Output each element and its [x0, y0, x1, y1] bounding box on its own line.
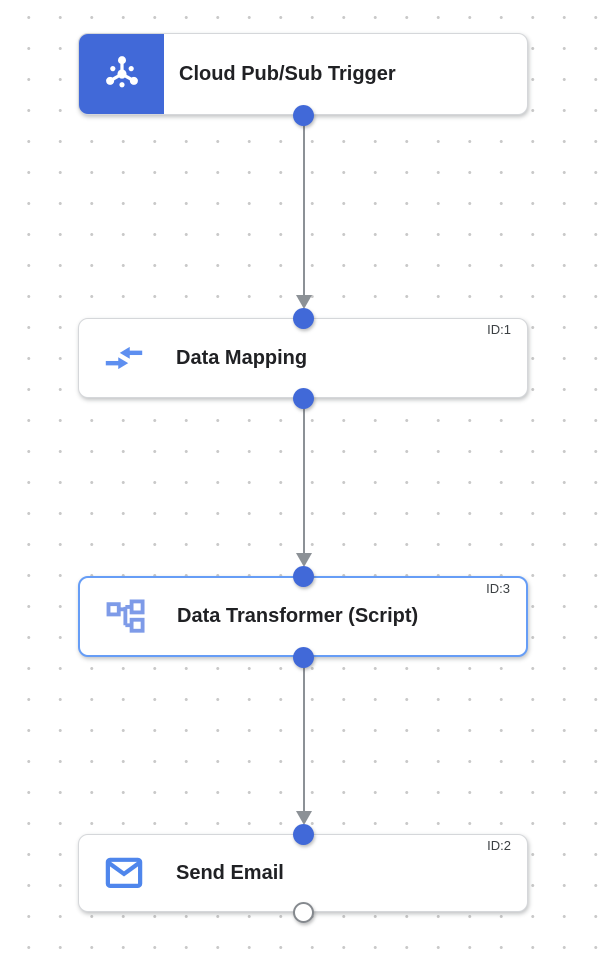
data-transformer-icon [106, 598, 145, 633]
edge-line-2 [302, 408, 305, 554]
connection-point-in-transformer[interactable] [292, 565, 314, 587]
trigger-icon-tile [79, 34, 164, 114]
edge-line-3 [302, 667, 305, 812]
node-title: Send Email [176, 861, 284, 884]
connection-point-out-trigger[interactable] [292, 104, 314, 126]
connection-point-out-mapping[interactable] [292, 387, 314, 409]
edge-arrowhead-2 [296, 553, 312, 567]
data-mapping-icon [105, 346, 143, 370]
node-title: Data Mapping [176, 346, 308, 369]
connection-point-in-email[interactable] [292, 823, 314, 845]
edge-arrowhead-3 [296, 811, 312, 825]
edge-arrowhead-1 [296, 295, 312, 309]
node-send-email[interactable]: Send Email ID:2 [78, 834, 528, 912]
node-title: Data Transformer (Script) [177, 605, 419, 627]
node-id-badge: ID:2 [487, 838, 511, 853]
node-data-mapping[interactable]: Data Mapping ID:1 [78, 318, 528, 398]
node-id-badge: ID:1 [487, 322, 511, 337]
connection-point-out-transformer[interactable] [292, 646, 314, 668]
node-title: Cloud Pub/Sub Trigger [179, 62, 396, 85]
edge-line-1 [302, 125, 305, 296]
task-icon-box [101, 593, 149, 641]
cloud-pubsub-icon [105, 56, 138, 88]
send-email-icon [105, 857, 143, 888]
task-icon-box [100, 849, 148, 897]
connection-point-in-mapping[interactable] [292, 307, 314, 329]
connection-point-out-email[interactable] [292, 901, 314, 923]
node-id-badge: ID:3 [486, 581, 510, 596]
task-icon-box [100, 334, 148, 382]
node-data-transformer[interactable]: Data Transformer (Script) ID:3 [78, 576, 528, 657]
node-cloud-pubsub-trigger[interactable]: Cloud Pub/Sub Trigger [78, 33, 528, 115]
